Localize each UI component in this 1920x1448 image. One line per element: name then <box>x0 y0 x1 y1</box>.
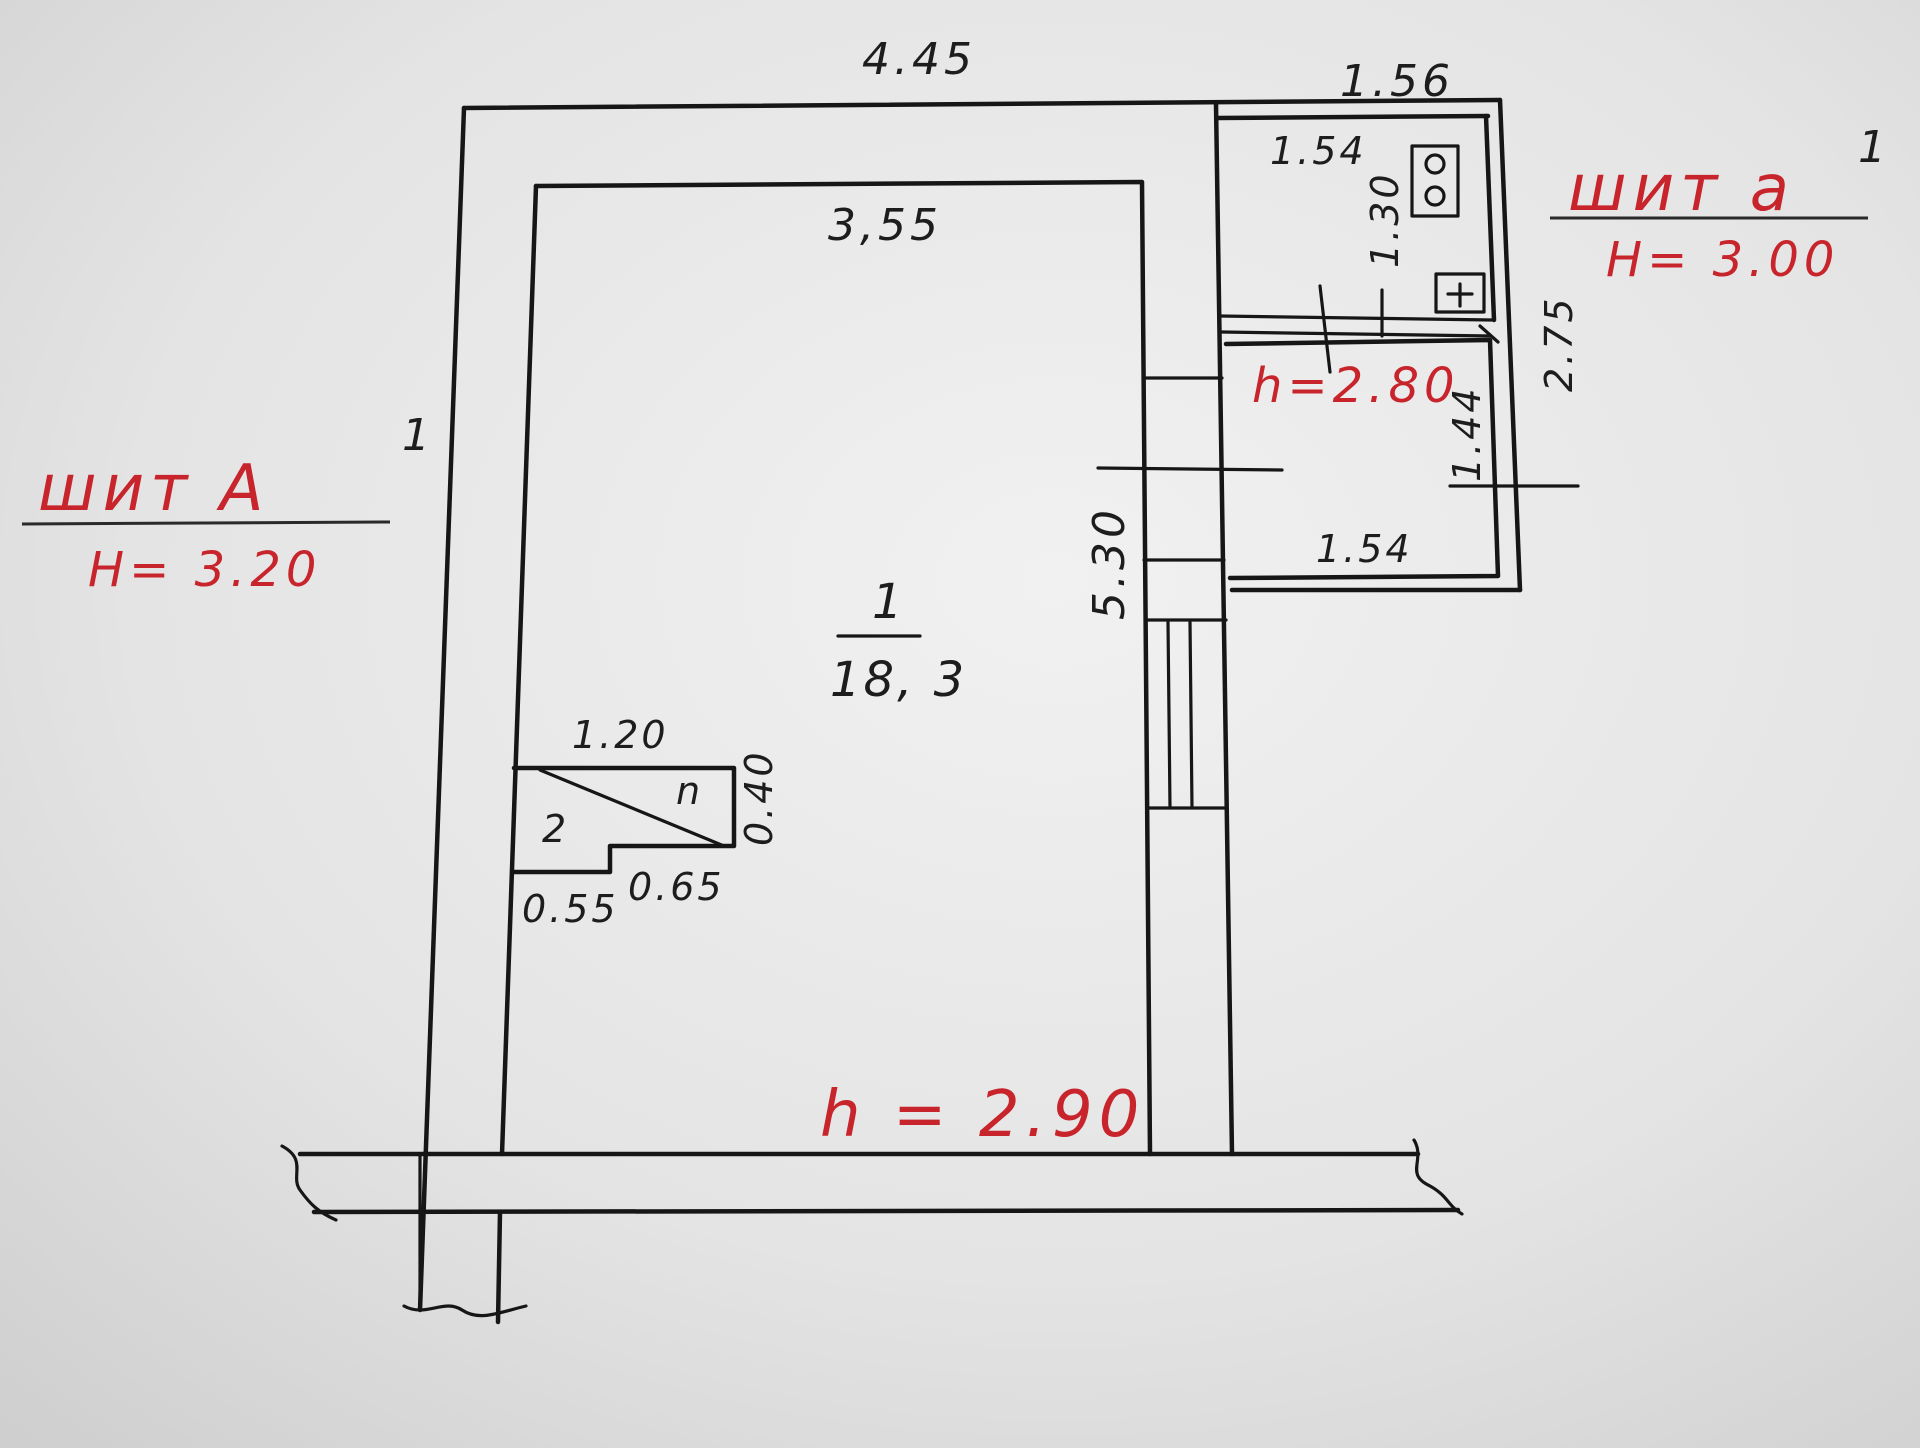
dim-annex-lower-depth: 1.44 <box>1445 385 1489 482</box>
room1-walls <box>499 179 1153 1157</box>
dim-closet-step-b: 0.65 <box>628 865 725 909</box>
main-material-label: шит А <box>38 452 270 526</box>
closet-outline <box>511 765 737 875</box>
annex-height-label: H= 3.00 <box>1606 232 1839 288</box>
main-material-sup: 1 <box>402 410 434 461</box>
bottom-walls <box>280 1138 1464 1325</box>
annex-material-annotation: шит а 1 H= 3.00 <box>1550 122 1890 288</box>
dim-room1-length: 5.30 <box>1084 506 1135 620</box>
dim-annex-length: 2.75 <box>1537 295 1581 392</box>
room1-area: 18, 3 <box>830 652 967 708</box>
dim-closet-width: 1.20 <box>572 713 669 757</box>
stove-icon <box>1410 144 1460 218</box>
dim-annex-upper-depth: 1.30 <box>1363 171 1407 268</box>
room1-number: 1 <box>872 574 906 630</box>
closet-label-n: n <box>676 769 703 813</box>
annex-walls <box>1213 101 1501 1157</box>
closet-label-2: 2 <box>542 807 569 851</box>
dim-annex-upper-width: 1.54 <box>1270 129 1367 173</box>
room1-ceiling-height: h = 2.90 <box>820 1078 1145 1152</box>
dim-closet-step-a: 0.55 <box>522 887 619 931</box>
annex-ceiling-height: h=2.80 <box>1252 358 1460 414</box>
main-material-divider <box>21 520 391 526</box>
annex-material-sup: 1 <box>1858 122 1890 173</box>
annex-material-label: шит а <box>1568 152 1795 226</box>
dim-inner-width-room1: 3,55 <box>828 200 942 251</box>
sink-icon <box>1434 272 1486 314</box>
outer-walls <box>417 97 1523 1313</box>
dim-annex-lower-width: 1.54 <box>1316 527 1413 571</box>
main-height-label: H= 3.20 <box>88 542 321 598</box>
dim-closet-depth: 0.40 <box>737 749 781 846</box>
dim-outer-width-main: 4.45 <box>862 34 976 85</box>
dim-outer-width-annex: 1.56 <box>1340 56 1454 107</box>
corridor-marks <box>1096 376 1580 810</box>
main-material-annotation: шит А 1 H= 3.20 <box>21 410 434 598</box>
